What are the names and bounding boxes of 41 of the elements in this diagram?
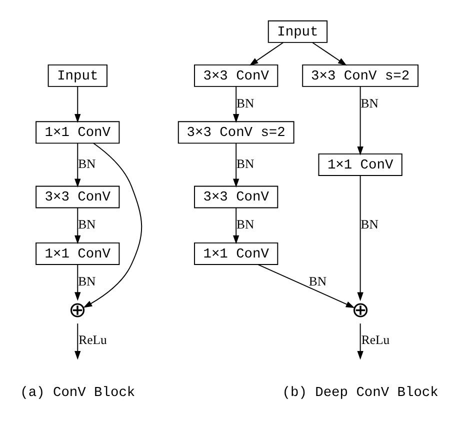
arrow [74, 323, 81, 360]
arrow [249, 42, 284, 66]
arrow [258, 264, 355, 308]
node-box: Input [48, 64, 108, 87]
edge-label: BN [78, 157, 96, 172]
node-box: 3×3 ConV [194, 64, 278, 87]
node-box: 3×3 ConV s=2 [178, 121, 294, 144]
arrow [357, 323, 364, 360]
arrow [83, 142, 142, 308]
arrow [74, 207, 81, 244]
node-box: 3×3 ConV s=2 [302, 64, 419, 87]
arrow [357, 86, 364, 156]
node-box: 3×3 ConV [194, 186, 278, 208]
label: (a) ConV Block [20, 386, 136, 401]
arrow [74, 142, 81, 188]
arrow [233, 207, 240, 244]
node-box: 3×3 ConV [36, 186, 120, 208]
arrow [233, 142, 240, 188]
edge-label: BN [236, 96, 254, 110]
edge-label: BN [360, 218, 378, 232]
label: (b) Deep ConV Block [282, 386, 438, 401]
arrow [357, 175, 364, 302]
edge-label: BN [360, 96, 378, 110]
edge-label: BN [236, 157, 254, 172]
node-text: ⊕ [68, 300, 87, 324]
node-text: ⊕ [351, 300, 370, 324]
node-box: 1×1 ConV [194, 242, 278, 265]
node-box: 1×1 ConV [318, 153, 402, 176]
arrow [74, 86, 81, 123]
node-box: Input [268, 20, 328, 43]
edge-label: BN [78, 274, 96, 288]
edge-label: ReLu [361, 333, 390, 348]
arrow [312, 42, 347, 66]
arrow [74, 264, 81, 301]
arrow [233, 86, 240, 123]
edge-label: BN [308, 274, 327, 288]
node-box: 1×1 ConV [36, 121, 120, 144]
edge-label: BN [236, 218, 254, 232]
edge-label: ReLu [78, 333, 107, 348]
node-box: 1×1 ConV [36, 242, 120, 265]
edge-label: BN [78, 218, 96, 232]
